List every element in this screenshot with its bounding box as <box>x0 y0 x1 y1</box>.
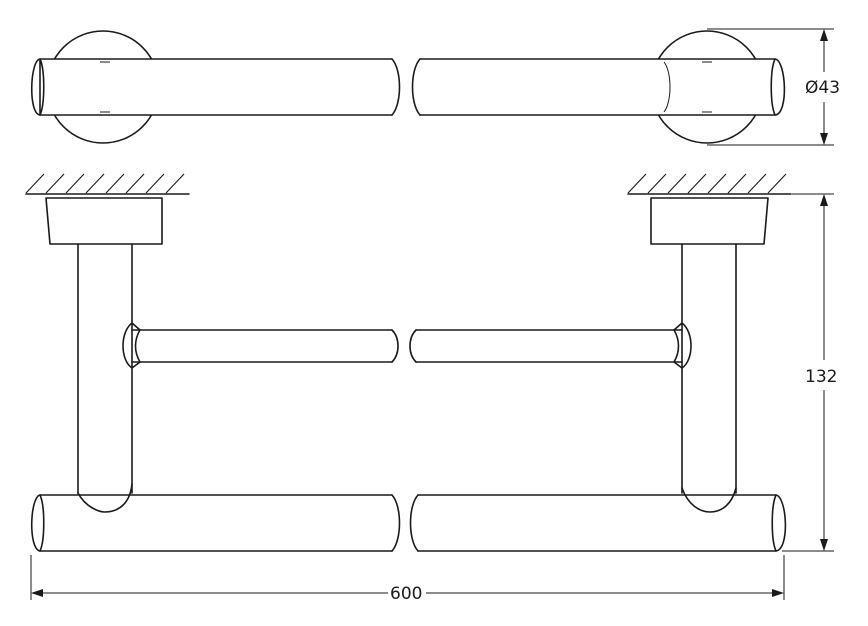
right-arm-joint <box>681 487 737 513</box>
left-wall-mount <box>45 197 163 245</box>
upper-bar-right-segment <box>409 329 683 363</box>
upper-bar-left-clamp <box>122 322 141 369</box>
lower-bar-left-segment <box>39 494 401 552</box>
upper-bar-left-segment <box>131 329 399 363</box>
lower-bar-right-segment <box>409 494 777 552</box>
top-rail-right-segment <box>411 58 780 116</box>
front-view <box>25 173 792 552</box>
lower-right-end-cap <box>771 494 787 552</box>
right-vertical-arm <box>681 243 737 494</box>
diameter-dimension: Ø43 <box>707 28 840 146</box>
top-view <box>30 30 786 144</box>
right-wall-mount <box>650 197 769 245</box>
lower-left-end-cap <box>30 494 45 552</box>
left-arm-joint <box>77 483 133 513</box>
wall-hatch-left <box>25 173 190 195</box>
width-label: 600 <box>390 584 422 604</box>
width-dimension: 600 <box>30 555 785 604</box>
diameter-label: Ø43 <box>805 78 840 98</box>
left-vertical-arm <box>77 243 133 494</box>
height-dimension: 132 <box>782 193 837 552</box>
wall-hatch-right <box>627 173 792 195</box>
top-rail-left-segment <box>39 58 401 116</box>
top-left-end-cap <box>30 58 45 116</box>
upper-bar-right-clamp <box>673 322 692 369</box>
top-right-end-cap <box>770 58 786 116</box>
height-label: 132 <box>805 367 837 387</box>
